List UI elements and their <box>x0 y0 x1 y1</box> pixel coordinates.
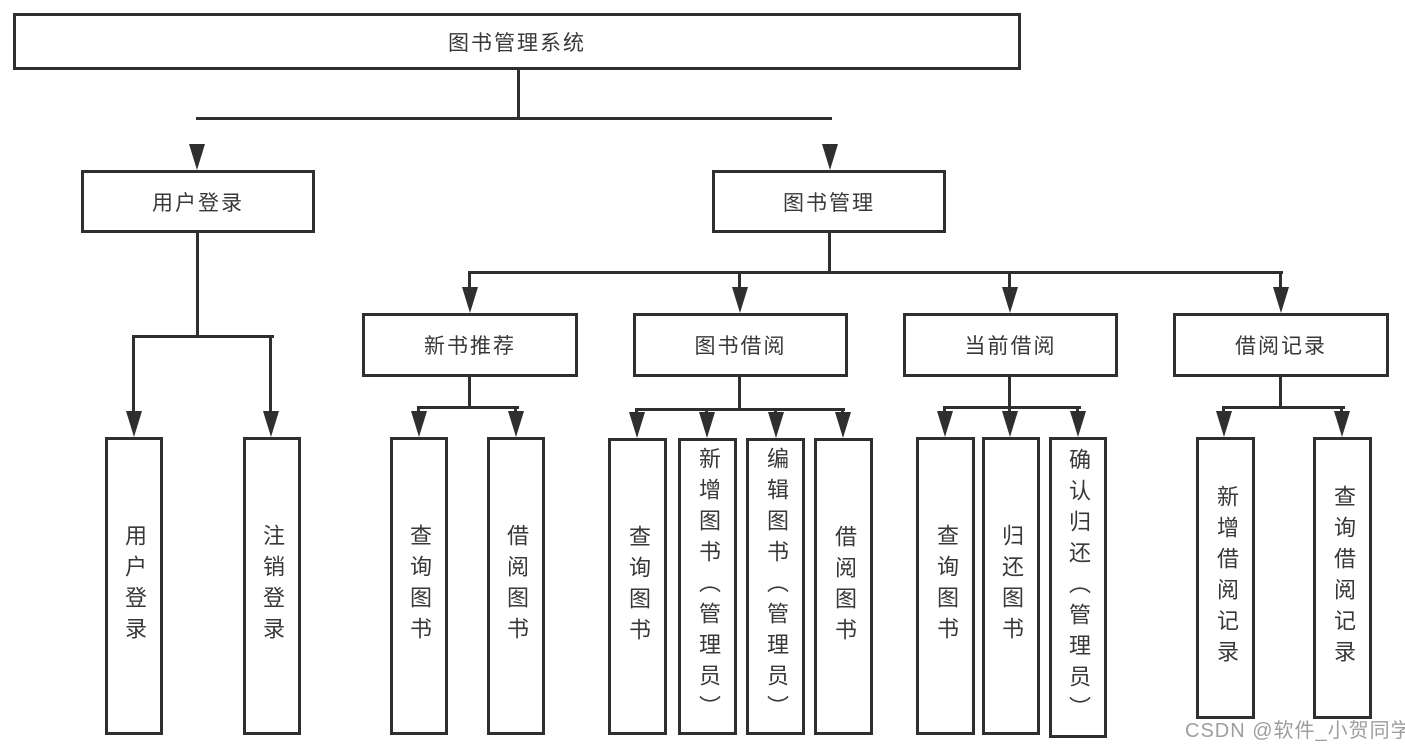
connector-borrow-stem <box>738 377 741 411</box>
leaf-query-books-newbook: 查询图书 <box>390 437 448 735</box>
connector-drop <box>132 335 135 413</box>
connector-user-stem <box>196 233 199 338</box>
arrow-down-icon <box>462 287 478 313</box>
connector-newbook-hline <box>417 406 519 409</box>
arrow-down-icon <box>1334 411 1350 437</box>
connector-drop <box>514 406 517 414</box>
node-current-borrow: 当前借阅 <box>903 313 1118 377</box>
connector-mgmt-hline <box>468 271 1283 274</box>
connector-root-stem <box>517 70 520 120</box>
connector-drop <box>417 406 420 414</box>
arrow-down-icon <box>189 144 205 170</box>
connector-drop <box>635 408 638 415</box>
arrow-down-icon <box>732 287 748 313</box>
leaf-query-books-borrow: 查询图书 <box>608 438 667 735</box>
connector-records-stem <box>1279 377 1282 408</box>
connector-drop <box>738 271 741 289</box>
arrow-down-icon <box>835 412 851 438</box>
arrow-down-icon <box>1070 411 1086 437</box>
leaf-logout: 注销登录 <box>243 437 301 735</box>
leaf-return-books: 归还图书 <box>982 437 1040 735</box>
node-new-book-recommend: 新书推荐 <box>362 313 578 377</box>
arrow-down-icon <box>1002 287 1018 313</box>
leaf-add-books-admin: 新增图书（管理员） <box>678 438 737 735</box>
leaf-user-login: 用户登录 <box>105 437 163 735</box>
connector-drop <box>1222 406 1225 414</box>
connector-records-hline <box>1222 406 1345 409</box>
arrow-down-icon <box>508 411 524 437</box>
arrow-down-icon <box>1273 287 1289 313</box>
connector-current-stem <box>1008 377 1011 408</box>
arrow-down-icon <box>822 144 838 170</box>
connector-drop <box>841 408 844 415</box>
arrow-down-icon <box>768 412 784 438</box>
leaf-add-borrow-record: 新增借阅记录 <box>1196 437 1255 719</box>
arrow-down-icon <box>937 411 953 437</box>
connector-current-hline <box>943 406 1081 409</box>
arrow-down-icon <box>411 411 427 437</box>
connector-drop <box>269 335 272 413</box>
connector-drop <box>1279 271 1282 289</box>
arrow-down-icon <box>126 411 142 437</box>
node-root: 图书管理系统 <box>13 13 1021 70</box>
connector-drop <box>1076 406 1079 414</box>
arrow-down-icon <box>699 412 715 438</box>
arrow-down-icon <box>263 411 279 437</box>
connector-newbook-stem <box>468 377 471 409</box>
watermark: CSDN @软件_小贺同学 <box>1185 720 1405 742</box>
connector-borrow-hline <box>635 408 845 411</box>
connector-user-hline <box>132 335 274 338</box>
arrow-down-icon <box>1216 411 1232 437</box>
connector-drop <box>1340 406 1343 414</box>
leaf-borrow-books-newbook: 借阅图书 <box>487 437 545 735</box>
connector-root-hline <box>196 117 832 120</box>
node-book-management: 图书管理 <box>712 170 946 233</box>
connector-drop <box>705 408 708 415</box>
leaf-confirm-return-admin: 确认归还（管理员） <box>1049 437 1107 738</box>
leaf-query-borrow-record: 查询借阅记录 <box>1313 437 1372 719</box>
leaf-borrow-books-borrow: 借阅图书 <box>814 438 873 735</box>
connector-drop <box>943 406 946 414</box>
connector-drop <box>1008 271 1011 289</box>
connector-mgmt-stem <box>828 233 831 274</box>
node-book-borrow: 图书借阅 <box>633 313 848 377</box>
arrow-down-icon <box>629 412 645 438</box>
connector-drop <box>468 271 471 289</box>
connector-drop <box>1008 406 1011 414</box>
node-user-login: 用户登录 <box>81 170 315 233</box>
node-borrow-records: 借阅记录 <box>1173 313 1389 377</box>
leaf-edit-books-admin: 编辑图书（管理员） <box>746 438 805 735</box>
connector-drop <box>774 408 777 415</box>
arrow-down-icon <box>1002 411 1018 437</box>
leaf-query-books-current: 查询图书 <box>916 437 975 735</box>
